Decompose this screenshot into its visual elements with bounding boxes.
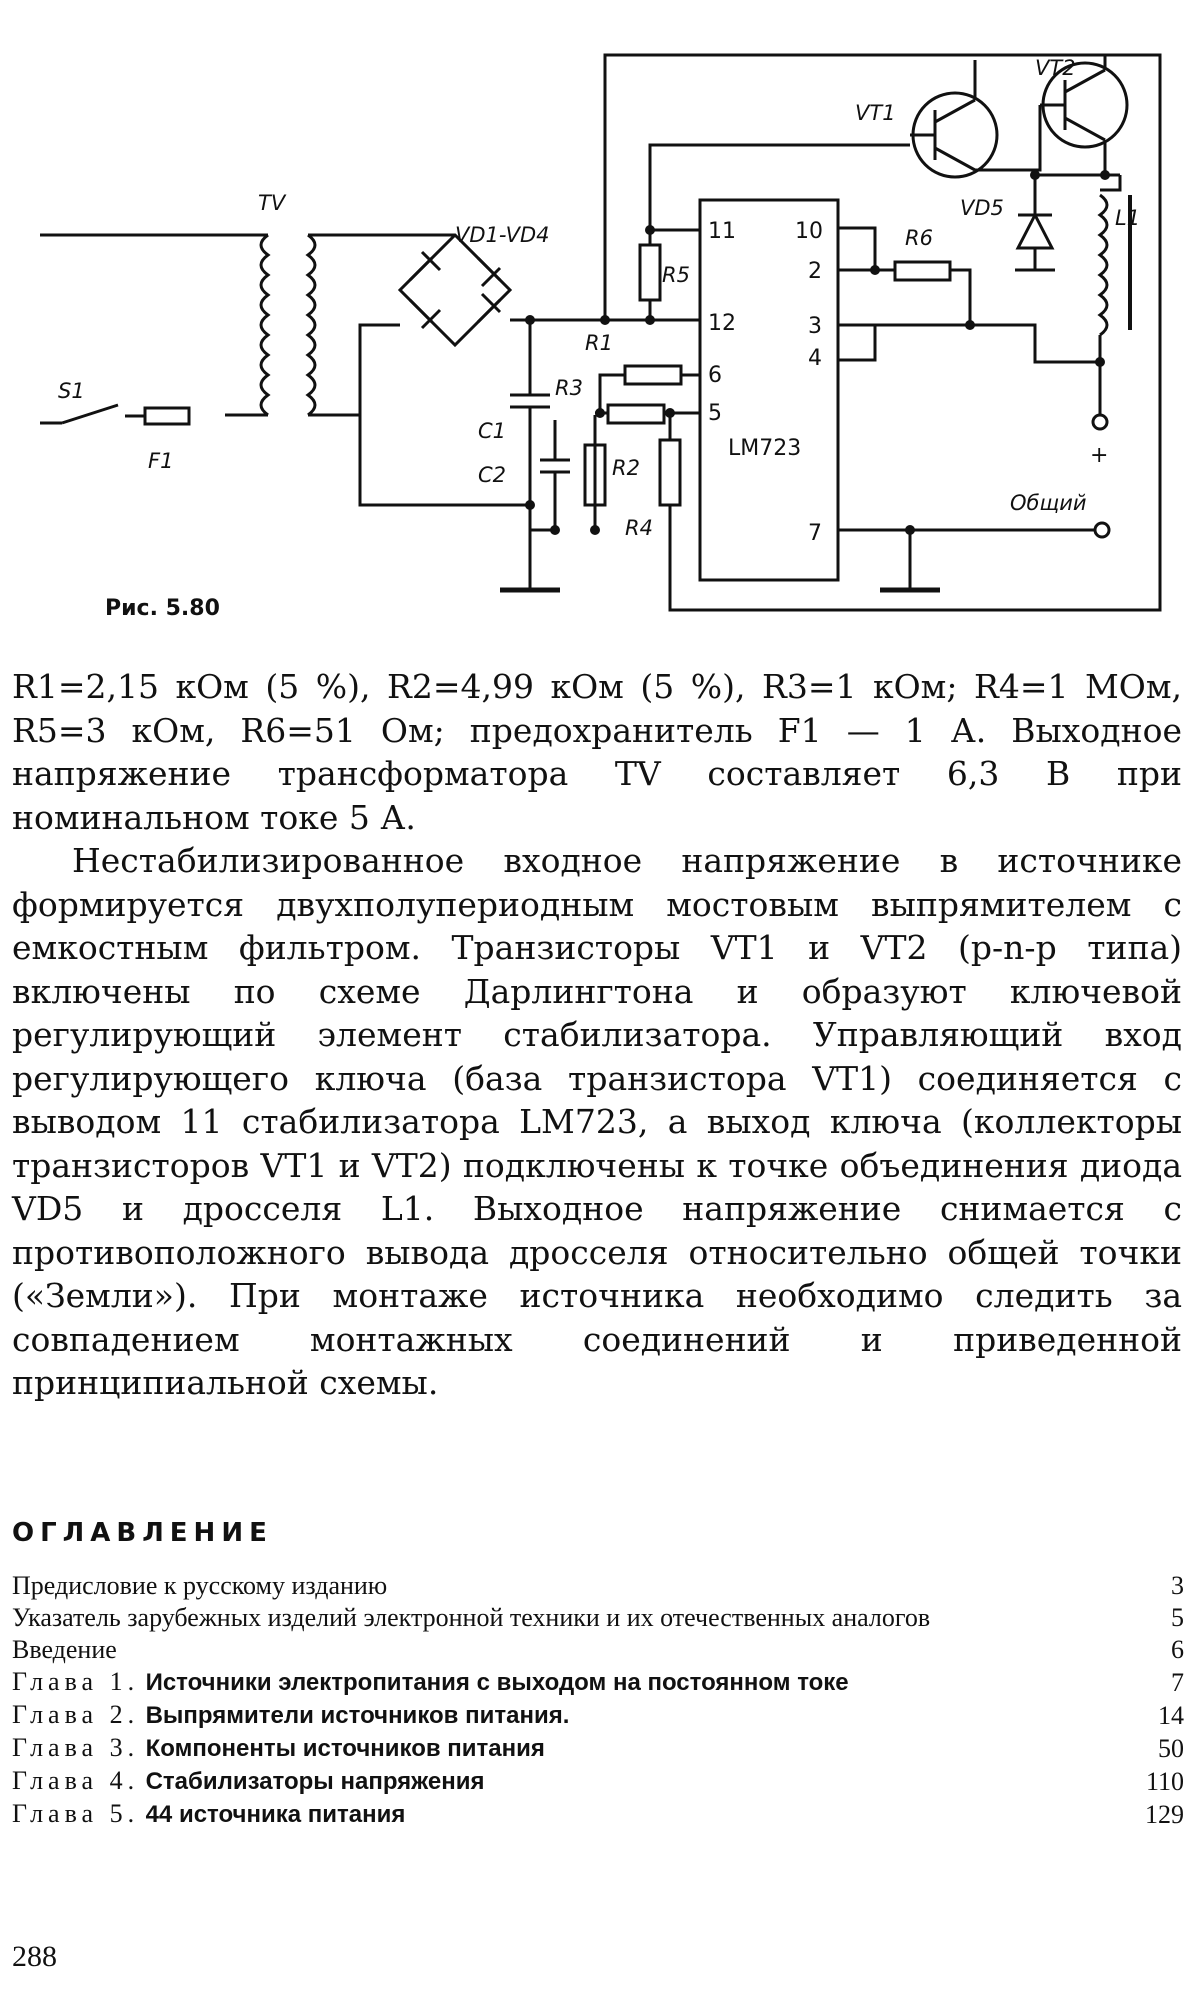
page-number: 288 — [12, 1940, 57, 1973]
toc-item[interactable]: Глава 1. Источники электропитания с выхо… — [12, 1667, 1184, 1697]
toc-item[interactable]: Глава 3. Компоненты источников питания 5… — [12, 1733, 1184, 1763]
label-r1: R1 — [585, 331, 613, 355]
label-lm723: LM723 — [728, 436, 801, 461]
pin-4: 4 — [808, 346, 822, 371]
toc-item[interactable]: Глава 5. 44 источника питания 129 — [12, 1799, 1184, 1829]
pin-7: 7 — [808, 521, 822, 546]
label-s1: S1 — [58, 379, 85, 403]
label-c2: C2 — [478, 463, 506, 487]
label-r2: R2 — [612, 456, 640, 480]
label-vt2: VT2 — [1035, 56, 1076, 80]
label-r5: R5 — [662, 263, 690, 287]
pin-12: 12 — [708, 311, 736, 336]
label-vd5: VD5 — [960, 196, 1004, 220]
pin-5: 5 — [708, 401, 722, 426]
paragraph-component-values: R1=2,15 кОм (5 %), R2=4,99 кОм (5 %), R3… — [12, 667, 1182, 837]
label-common: Общий — [1010, 491, 1087, 515]
pin-11: 11 — [708, 219, 736, 244]
pin-6: 6 — [708, 363, 722, 388]
label-r3: R3 — [555, 376, 583, 400]
label-f1: F1 — [148, 449, 173, 473]
lm723-chip — [698, 198, 840, 582]
bridge-diodes — [408, 250, 502, 330]
table-of-contents: Предисловие к русскому изданию 3 Указате… — [12, 1570, 1184, 1831]
label-r4: R4 — [625, 516, 653, 540]
circuit-diagram: TV VD1-VD4 VT1 VT2 VD5 L1 R1 R2 R3 R4 R5… — [40, 53, 1162, 621]
toc-item[interactable]: Глава 4. Стабилизаторы напряжения 110 — [12, 1766, 1184, 1796]
label-l1: L1 — [1115, 206, 1140, 230]
label-vd1-vd4: VD1-VD4 — [455, 223, 550, 247]
paragraph-description: Нестабилизированное входное напряжение в… — [12, 841, 1182, 1402]
label-plus: + — [1090, 443, 1108, 468]
toc-item[interactable]: Глава 2. Выпрямители источников питания.… — [12, 1700, 1184, 1730]
label-tv: TV — [258, 191, 287, 215]
label-vt1: VT1 — [855, 101, 896, 125]
label-r6: R6 — [905, 226, 933, 250]
pin-10: 10 — [795, 219, 823, 244]
toc-title: ОГЛАВЛЕНИЕ — [12, 1518, 273, 1548]
figure-caption: Рис. 5.80 — [105, 596, 220, 621]
toc-item[interactable]: Введение 6 — [12, 1635, 1184, 1664]
toc-item[interactable]: Предисловие к русскому изданию 3 — [12, 1571, 1184, 1600]
pin-2: 2 — [808, 259, 822, 284]
body-text: R1=2,15 кОм (5 %), R2=4,99 кОм (5 %), R3… — [12, 665, 1182, 1405]
label-c1: C1 — [478, 419, 506, 443]
pin-3: 3 — [808, 314, 822, 339]
toc-item[interactable]: Указатель зарубежных изделий электронной… — [12, 1603, 1184, 1632]
